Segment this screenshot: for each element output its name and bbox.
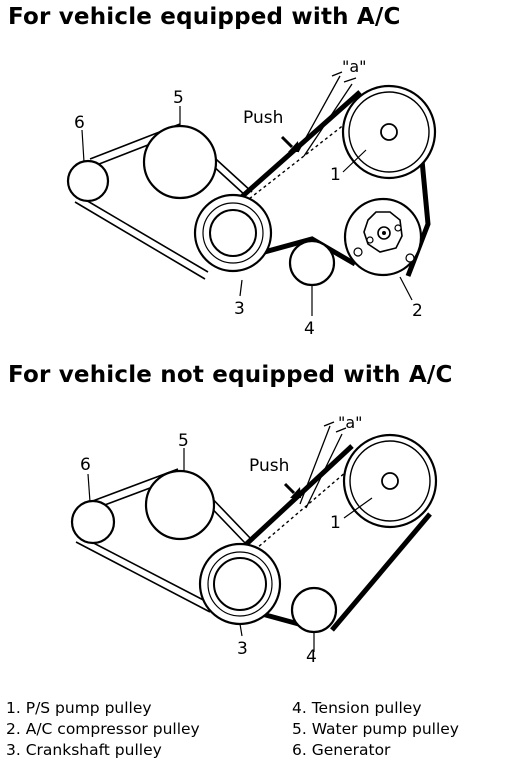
heading-with-ac: For vehicle equipped with A/C [8,4,401,30]
pulley-generator [66,159,110,203]
legend-item: 1. P/S pump pulley [6,699,152,717]
pulley-tension [288,239,336,287]
dimension-a-label: "a" [338,413,363,432]
callout-lines [87,448,373,652]
legend-item: 4. Tension pulley [292,699,422,717]
legend-item: 6. Generator [292,741,391,759]
label-1: 1 [330,165,341,185]
label-5: 5 [173,88,184,108]
push-label: Push [243,108,283,128]
callout-lines [81,106,413,316]
label-2: 2 [412,301,423,321]
pulley-water-pump [142,124,218,200]
legend-item: 3. Crankshaft pulley [6,741,162,759]
dimension-a-marker [299,421,347,509]
legend-column-right: 4. Tension pulley 5. Water pump pulley 6… [292,698,459,761]
label-4: 4 [304,319,315,339]
push-label: Push [249,456,289,476]
label-6: 6 [74,113,85,133]
belt-deflected [249,459,361,555]
label-4: 4 [306,647,317,664]
push-arrow [283,482,301,498]
pulley-tension [290,586,338,634]
pulley-ac-compressor [343,197,423,277]
label-3: 3 [237,639,248,659]
pulley-generator [70,499,116,545]
dimension-a-marker [297,71,357,157]
pulley-ps-pump [342,433,438,529]
legend-item: 2. A/C compressor pulley [6,720,200,738]
label-1: 1 [330,513,341,533]
pulley-water-pump [144,469,216,541]
label-3: 3 [234,299,245,319]
heading-without-ac: For vehicle not equipped with A/C [8,362,453,388]
push-arrow [280,135,299,152]
dimension-a-label: "a" [342,57,367,76]
label-5: 5 [178,431,189,451]
belt-diagram-without-ac: "a" Push 6 5 3 4 1 [70,413,438,664]
pulley-crankshaft [198,542,282,626]
legend-item: 5. Water pump pulley [292,720,459,738]
pulley-crankshaft [193,193,273,273]
legend-column-left: 1. P/S pump pulley 2. A/C compressor pul… [6,698,200,761]
label-6: 6 [80,455,91,475]
pulley-ps-pump [341,84,437,180]
belt-diagram-with-ac: "a" Push 6 5 3 4 2 1 [66,57,437,339]
